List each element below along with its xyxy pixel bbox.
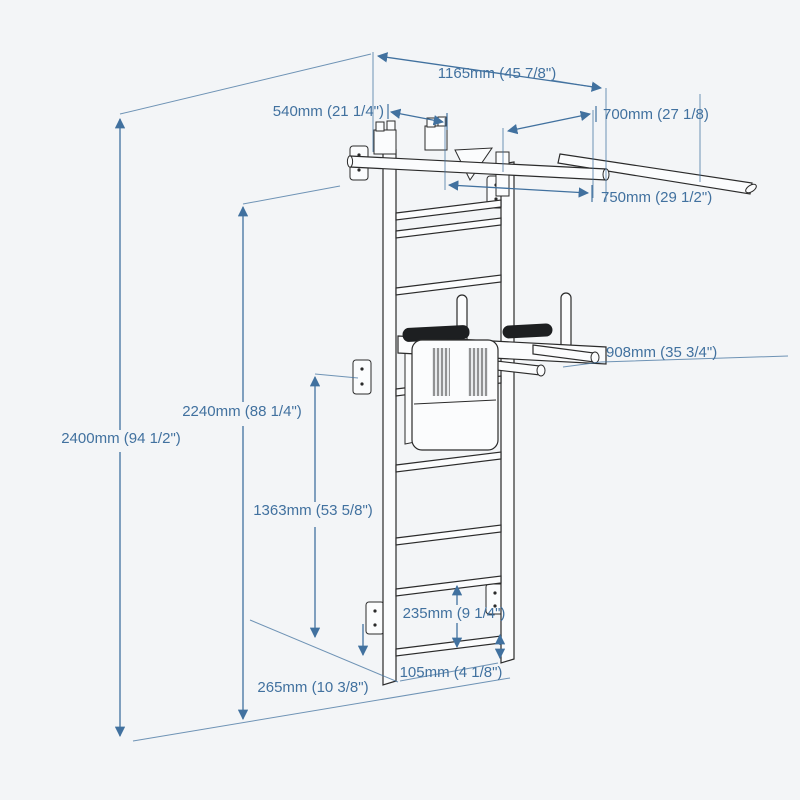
forearm-pad-left <box>402 325 470 342</box>
ladder-rung <box>395 451 502 473</box>
dip-handle-right <box>560 292 572 350</box>
extension-line <box>314 373 359 379</box>
dimension-label-700: 700mm (27 1/8) <box>603 106 709 123</box>
ladder-left-stile <box>382 149 397 686</box>
wall-bracket-bottom-right <box>485 583 505 615</box>
extension-line <box>242 185 341 205</box>
dimension-label-750: 750mm (29 1/2") <box>601 189 712 206</box>
leader-line-908 <box>562 355 789 368</box>
backrest-pad-texture <box>432 348 450 396</box>
dimension-label-2400: 2400mm (94 1/2") <box>61 430 181 447</box>
dimension-700: 700mm (27 1/8) <box>506 106 709 135</box>
leader-line <box>399 662 499 682</box>
dip-attachment <box>397 292 607 451</box>
dimension-label-235: 235mm (9 1/4") <box>403 605 506 622</box>
dimension-540: 540mm (21 1/4") <box>273 103 448 130</box>
dimension-235: 235mm (9 1/4") <box>403 584 506 649</box>
dimension-908: 908mm (35 3/4") <box>606 344 717 361</box>
dip-grip-back-cap <box>590 351 600 364</box>
dimension-label-105: 105mm (4 1/8") <box>400 664 503 681</box>
ladder-right-stile <box>500 161 515 664</box>
dimension-1363: 1363mm (53 5/8") <box>253 375 373 639</box>
dimension-label-265: 265mm (10 3/8") <box>257 679 368 696</box>
ladder-rung <box>395 635 502 657</box>
dimension-label-908: 908mm (35 3/4") <box>606 344 717 361</box>
dimension-750: 750mm (29 1/2") <box>447 180 712 206</box>
dimension-label-1363: 1363mm (53 5/8") <box>253 502 373 519</box>
dimension-label-540: 540mm (21 1/4") <box>273 103 384 120</box>
ladder-rung <box>395 199 502 221</box>
pullup-mount-plate <box>373 129 397 155</box>
dip-grip-front-cap <box>536 364 546 377</box>
wide-grip-end-cap <box>745 183 757 194</box>
forearm-pad-right <box>502 323 553 339</box>
ladder-rung <box>395 274 502 296</box>
dimension-label-1165: 1165mm (45 7/8") <box>438 65 556 82</box>
dimension-1165: 1165mm (45 7/8") <box>376 52 603 92</box>
ladder-rung <box>395 575 502 597</box>
floor-baseline <box>132 677 511 742</box>
pullup-assembly <box>346 116 757 197</box>
wall-bracket-bottom-left <box>365 601 385 635</box>
base-depth-line <box>249 619 399 683</box>
ladder-rung <box>395 524 502 546</box>
dimension-annotations: 1165mm (45 7/8") 540mm (21 1/4") 700mm (… <box>61 52 789 742</box>
dimension-265: 265mm (10 3/8") <box>257 624 369 696</box>
backrest-pad-texture <box>468 348 488 396</box>
dimension-2400: 2400mm (94 1/2") <box>61 117 181 738</box>
dimension-105: 105mm (4 1/8") <box>400 633 506 681</box>
dimension-2240: 2240mm (88 1/4") <box>182 205 302 721</box>
dimension-label-2240: 2240mm (88 1/4") <box>182 403 302 420</box>
ladder-rung <box>395 217 502 239</box>
pullup-mount-plate <box>424 125 448 151</box>
wall-bracket-mid-left <box>352 359 372 395</box>
extension-line <box>119 53 372 115</box>
